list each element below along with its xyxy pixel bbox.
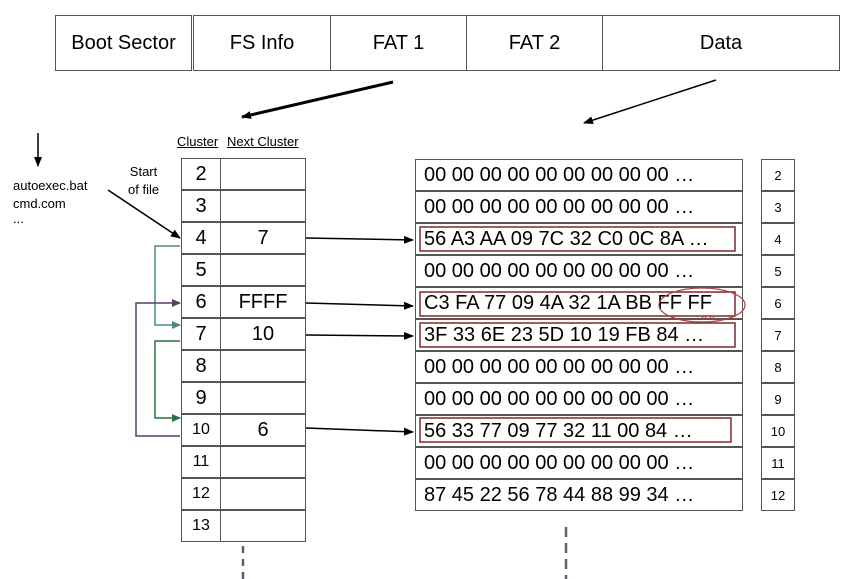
fat-cluster-cell: 13	[181, 510, 221, 542]
data-row: 00 00 00 00 00 00 00 00 00 …	[415, 191, 743, 223]
fat-next-cell	[220, 190, 306, 222]
layout-fs-info: FS Info	[193, 15, 331, 71]
data-number-cell: 5	[761, 255, 795, 287]
fat-next-cell	[220, 446, 306, 478]
fat-cluster-cell: 9	[181, 382, 221, 414]
fat-cluster-cell: 6	[181, 286, 221, 318]
data-row: 00 00 00 00 00 00 00 00 00 …	[415, 447, 743, 479]
layout-boot-sector: Boot Sector	[55, 15, 192, 71]
fat-next-cell	[220, 478, 306, 510]
layout-fat1: FAT 1	[330, 15, 467, 71]
fat-cluster-cell: 7	[181, 318, 221, 350]
start-of-file-label: Start of file	[128, 163, 159, 199]
cluster-header: Cluster	[177, 134, 219, 149]
fat-row: 12	[181, 478, 306, 510]
fat-to-data-arrow-10	[305, 427, 414, 436]
fat-to-data-arrow-4	[305, 235, 414, 244]
fat-cluster-cell: 2	[181, 158, 221, 190]
data-row: 56 33 77 09 77 32 11 00 84 …	[415, 415, 743, 447]
fat-next-cell: FFFF	[220, 286, 306, 318]
chain-7-to-10	[154, 340, 181, 422]
fat-row: 3	[181, 190, 306, 222]
fat-next-cell: 6	[220, 414, 306, 446]
fat-row: 13	[181, 510, 306, 542]
fat-row: 8	[181, 350, 306, 382]
fat-next-cell	[220, 382, 306, 414]
fat-to-data-arrow-6	[305, 301, 414, 310]
start-label-line2: of file	[128, 182, 160, 197]
file-cmd: cmd.com	[13, 196, 66, 211]
data-number-cell: 3	[761, 191, 795, 223]
data-number-cell: 4	[761, 223, 795, 255]
data-row: 3F 33 6E 23 5D 10 19 FB 84 …	[415, 319, 743, 351]
fat-next-cell	[220, 350, 306, 382]
data-row: 56 A3 AA 09 7C 32 C0 0C 8A …	[415, 223, 743, 255]
fat-row: 11	[181, 446, 306, 478]
fat-cluster-cell: 4	[181, 222, 221, 254]
start-label-line1: Start	[129, 164, 158, 179]
file-autoexec: autoexec.bat	[13, 178, 88, 193]
fat-cluster-cell: 12	[181, 478, 221, 510]
file-list: autoexec.bat cmd.com ...	[13, 177, 87, 225]
data-number-cell: 7	[761, 319, 795, 351]
fat-row: 5	[181, 254, 306, 286]
fat1-pointer-arrow	[241, 80, 394, 119]
fat-next-cell	[220, 158, 306, 190]
fat-cluster-cell: 3	[181, 190, 221, 222]
data-pointer-arrow	[583, 79, 717, 125]
data-number-cell: 9	[761, 383, 795, 415]
data-number-cell: 10	[761, 415, 795, 447]
data-row: 00 00 00 00 00 00 00 00 00 …	[415, 159, 743, 191]
fat-cluster-cell: 5	[181, 254, 221, 286]
data-row: C3 FA 77 09 4A 32 1A BB FF FF	[415, 287, 743, 319]
fat-next-cell	[220, 254, 306, 286]
next-cluster-header: Next Cluster	[227, 134, 299, 149]
fat-cluster-cell: 10	[181, 414, 221, 446]
data-row: 00 00 00 00 00 00 00 00 00 …	[415, 383, 743, 415]
data-number-cell: 8	[761, 351, 795, 383]
fat-next-cell: 10	[220, 318, 306, 350]
fat-cluster-cell: 8	[181, 350, 221, 382]
chain-4-to-7	[154, 245, 181, 329]
data-number-cell: 6	[761, 287, 795, 319]
fat-cluster-cell: 11	[181, 446, 221, 478]
data-number-cell: 12	[761, 479, 795, 511]
layout-data: Data	[602, 15, 840, 71]
chain-10-to-6	[135, 299, 181, 437]
fat-to-data-arrow-7	[305, 331, 414, 340]
fat-row: 9	[181, 382, 306, 414]
data-number-cell: 11	[761, 447, 795, 479]
fat-row: 2	[181, 158, 306, 190]
layout-fat2: FAT 2	[466, 15, 603, 71]
fat-next-cell: 7	[220, 222, 306, 254]
data-row: 87 45 22 56 78 44 88 99 34 …	[415, 479, 743, 511]
data-row: 00 00 00 00 00 00 00 00 00 …	[415, 255, 743, 287]
file-more: ...	[13, 211, 24, 226]
data-row: 00 00 00 00 00 00 00 00 00 …	[415, 351, 743, 383]
data-number-cell: 2	[761, 159, 795, 191]
fat-next-cell	[220, 510, 306, 542]
